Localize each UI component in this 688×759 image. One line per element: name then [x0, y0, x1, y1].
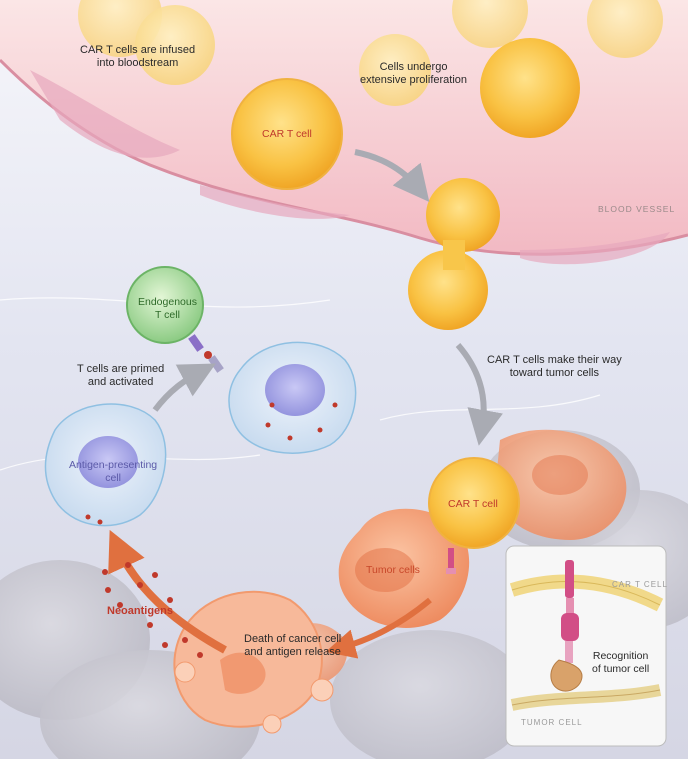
- tumor-cell: [495, 429, 627, 540]
- arrow-migration: [455, 343, 503, 446]
- dividing-car-t-cell: [408, 178, 500, 330]
- arrow-priming: [152, 363, 216, 412]
- tcr-mhc-complex: [188, 334, 224, 373]
- car-t-cell: [587, 0, 663, 58]
- car-t-cell: [135, 5, 215, 85]
- car-t-cell: [359, 34, 431, 106]
- inset-label-car-t-cell: CAR T CELL: [612, 580, 668, 589]
- car-receptor: [446, 548, 456, 574]
- car-t-cell: [452, 0, 528, 48]
- arrow-proliferation: [354, 149, 430, 202]
- car-t-cell: [480, 38, 580, 138]
- label-car-t-top: CAR T cell: [262, 128, 312, 140]
- car-t-cell-at-tumor: [428, 457, 520, 549]
- arrow-antigen-release: [108, 529, 227, 654]
- inset-recognition: [505, 545, 667, 747]
- car-t-cell-main: [231, 78, 343, 190]
- endogenous-t-cell: [126, 266, 204, 344]
- label-neoantigens: Neoantigens: [107, 605, 174, 617]
- inset-label-tumor-cell: TUMOR CELL: [521, 718, 583, 727]
- arrow-cell-death: [325, 597, 432, 659]
- neoantigen-dots: [85, 402, 338, 658]
- label-blood-vessel: BLOOD VESSEL: [598, 204, 676, 214]
- label-car-t-bottom: CAR T cell: [448, 498, 498, 510]
- label-tumor-cells: Tumor cells: [366, 564, 420, 576]
